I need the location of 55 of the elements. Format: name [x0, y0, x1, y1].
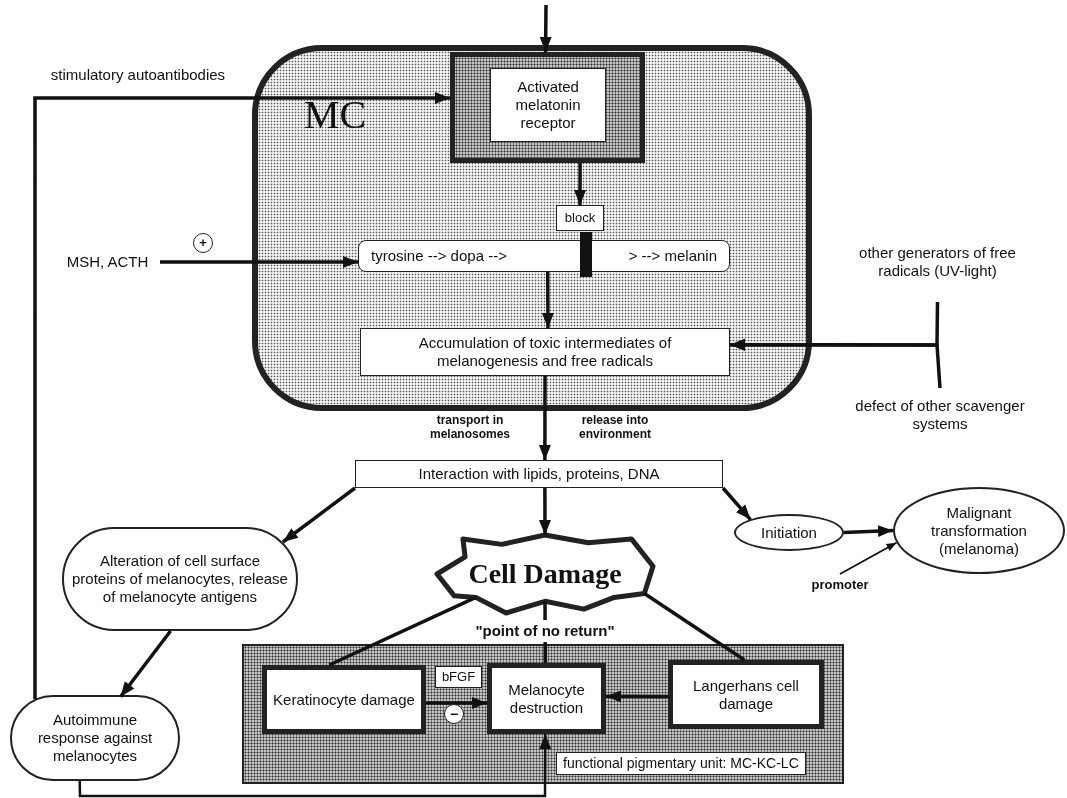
node-text: Activated melatonin receptor — [514, 78, 582, 132]
arrow — [721, 486, 752, 521]
unit-label: functional pigmentary unit: MC-KC-LC — [556, 752, 806, 775]
node-text: Keratinocyte damage — [273, 690, 415, 709]
process-box — [360, 328, 730, 376]
connector-line — [328, 595, 477, 667]
node-text: Melanocyte destruction — [507, 680, 586, 717]
damage-burst — [437, 535, 653, 613]
arrow — [730, 338, 942, 389]
cell-outline — [252, 45, 812, 411]
annotation-text: transport in melanosomes — [428, 412, 511, 443]
edge-label: bFGF — [435, 666, 482, 688]
process-box — [262, 665, 426, 734]
arrow — [539, 5, 552, 52]
node-text: Autoimmune response against melanocytes — [36, 711, 154, 765]
sign-symbol: + — [193, 233, 213, 253]
annotation-text: release into environment — [578, 412, 652, 443]
arrow — [843, 525, 894, 538]
arrow — [160, 256, 358, 269]
arrow — [119, 629, 172, 698]
node-text: Interaction with lipids, proteins, DNA — [418, 465, 660, 483]
unit-panel — [242, 644, 844, 784]
edge-label: stimulatory autoantibodies — [49, 65, 227, 86]
receptor-box — [490, 68, 606, 142]
block-box — [556, 205, 604, 231]
node-text: defect of other scavenger systems — [854, 397, 1026, 433]
node-text: Alteration of cell surface proteins of melanocytes, release of melanocyte antigens — [72, 552, 288, 606]
receptor-frame — [450, 52, 645, 163]
node-text: MSH, ACTH — [66, 253, 149, 271]
process-box — [668, 660, 824, 729]
node-text: block — [564, 210, 596, 226]
process-box — [487, 663, 606, 734]
cell-label: MC — [304, 91, 367, 139]
node-text: other generators of free radicals (UV-light) — [858, 244, 1017, 280]
arrow — [541, 272, 554, 328]
node-text: Accumulation of toxic intermediates of melanogenesis and free radicals — [417, 334, 673, 370]
arrow — [426, 696, 487, 709]
node-text: Initiation — [761, 523, 817, 542]
arrow — [281, 486, 357, 544]
outcome-pill — [62, 527, 298, 631]
arrow — [574, 163, 586, 205]
node-text: Langerhans cell damage — [692, 676, 800, 713]
damage-title: Cell Damage — [468, 557, 622, 591]
arrow — [538, 376, 551, 460]
pathway-text: > --> melanin — [628, 247, 717, 265]
arrow — [33, 91, 450, 700]
node-text: Malignant transformation (melanoma) — [930, 503, 1028, 558]
arrow — [839, 541, 898, 575]
node-text: promoter — [811, 577, 869, 593]
arrow — [78, 734, 552, 798]
arrow — [606, 690, 668, 703]
pathway-text: tyrosine --> dopa --> — [371, 247, 507, 265]
connector-line — [643, 592, 746, 662]
arrow — [538, 488, 551, 535]
process-box — [355, 460, 723, 488]
